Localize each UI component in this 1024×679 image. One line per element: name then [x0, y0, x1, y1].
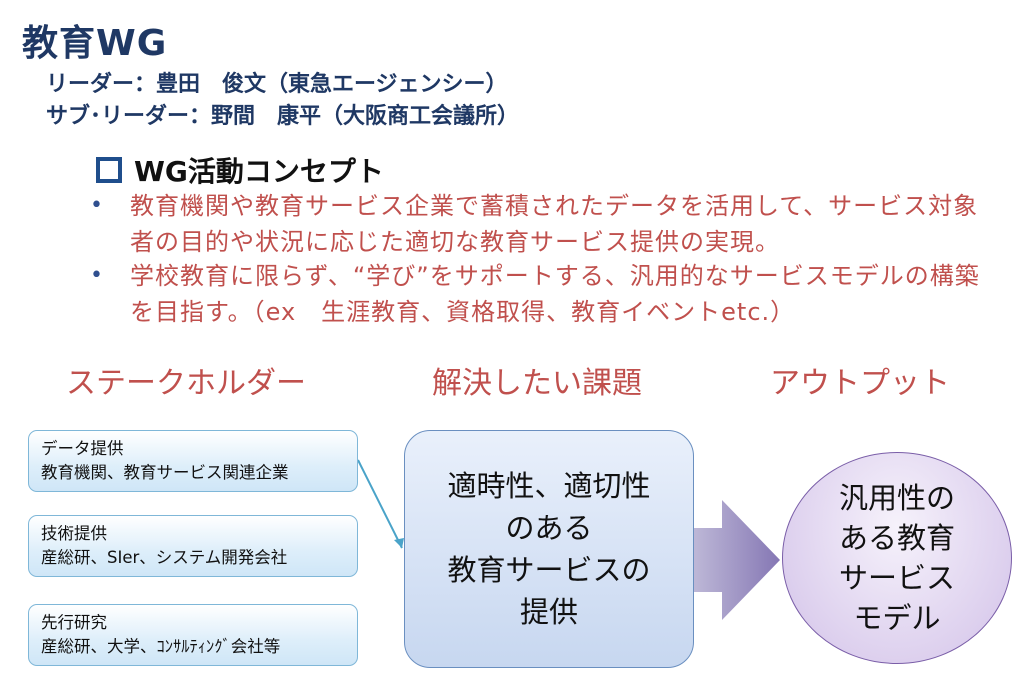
square-bullet-icon [96, 157, 122, 183]
stakeholder-title: 先行研究 [41, 613, 107, 632]
page-title: 教育WG [22, 23, 168, 64]
stakeholder-detail: 産総研、SIer、システム開発会社 [41, 548, 288, 567]
stakeholder-detail: 産総研、大学、ｺﾝｻﾙﾃｨﾝｸﾞ会社等 [41, 637, 281, 656]
column-heading-output: アウトプット [770, 366, 950, 401]
column-heading-stakeholders: ステークホルダー [66, 366, 306, 401]
sub-leader-line: サブ･リーダー：野間 康平（大阪商工会議所） [46, 104, 520, 129]
concept-heading-text: WG活動コンセプト [134, 155, 384, 188]
stakeholder-title: データ提供 [41, 439, 124, 458]
issue-box: 適時性、適切性 のある 教育サービスの 提供 [404, 430, 694, 668]
bullet-dot-icon: • [90, 193, 103, 218]
stakeholder-title: 技術提供 [41, 524, 107, 543]
concept-bullet-2: • 学校教育に限らず、“学び”をサポートする、汎用的なサービスモデルの構築を目指… [90, 258, 990, 330]
concept-bullet-1: • 教育機関や教育サービス企業で蓄積されたデータを活用して、サービス対象者の目的… [90, 188, 990, 260]
concept-bullet-text: 学校教育に限らず、“学び”をサポートする、汎用的なサービスモデルの構築を目指す。… [130, 262, 980, 326]
stakeholder-box-tech: 技術提供 産総研、SIer、システム開発会社 [28, 515, 358, 577]
flow-arrow [676, 500, 780, 620]
connector-line [357, 459, 403, 549]
stakeholder-box-research: 先行研究 産総研、大学、ｺﾝｻﾙﾃｨﾝｸﾞ会社等 [28, 604, 358, 666]
concept-bullet-text: 教育機関や教育サービス企業で蓄積されたデータを活用して、サービス対象者の目的や状… [130, 192, 979, 256]
bullet-dot-icon: • [90, 263, 103, 288]
output-circle-text: 汎用性の ある教育 サービス モデル [838, 481, 955, 635]
stakeholder-detail: 教育機関、教育サービス関連企業 [41, 463, 289, 482]
stakeholder-box-data: データ提供 教育機関、教育サービス関連企業 [28, 430, 358, 492]
issue-box-text: 適時性、適切性 のある 教育サービスの 提供 [447, 469, 651, 629]
output-circle: 汎用性の ある教育 サービス モデル [782, 452, 1012, 664]
concept-heading: WG活動コンセプト [96, 150, 384, 190]
connector-arrowhead [394, 538, 404, 548]
column-heading-issues: 解決したい課題 [432, 366, 642, 401]
leader-line: リーダー：豊田 俊文（東急エージェンシー） [46, 72, 508, 97]
